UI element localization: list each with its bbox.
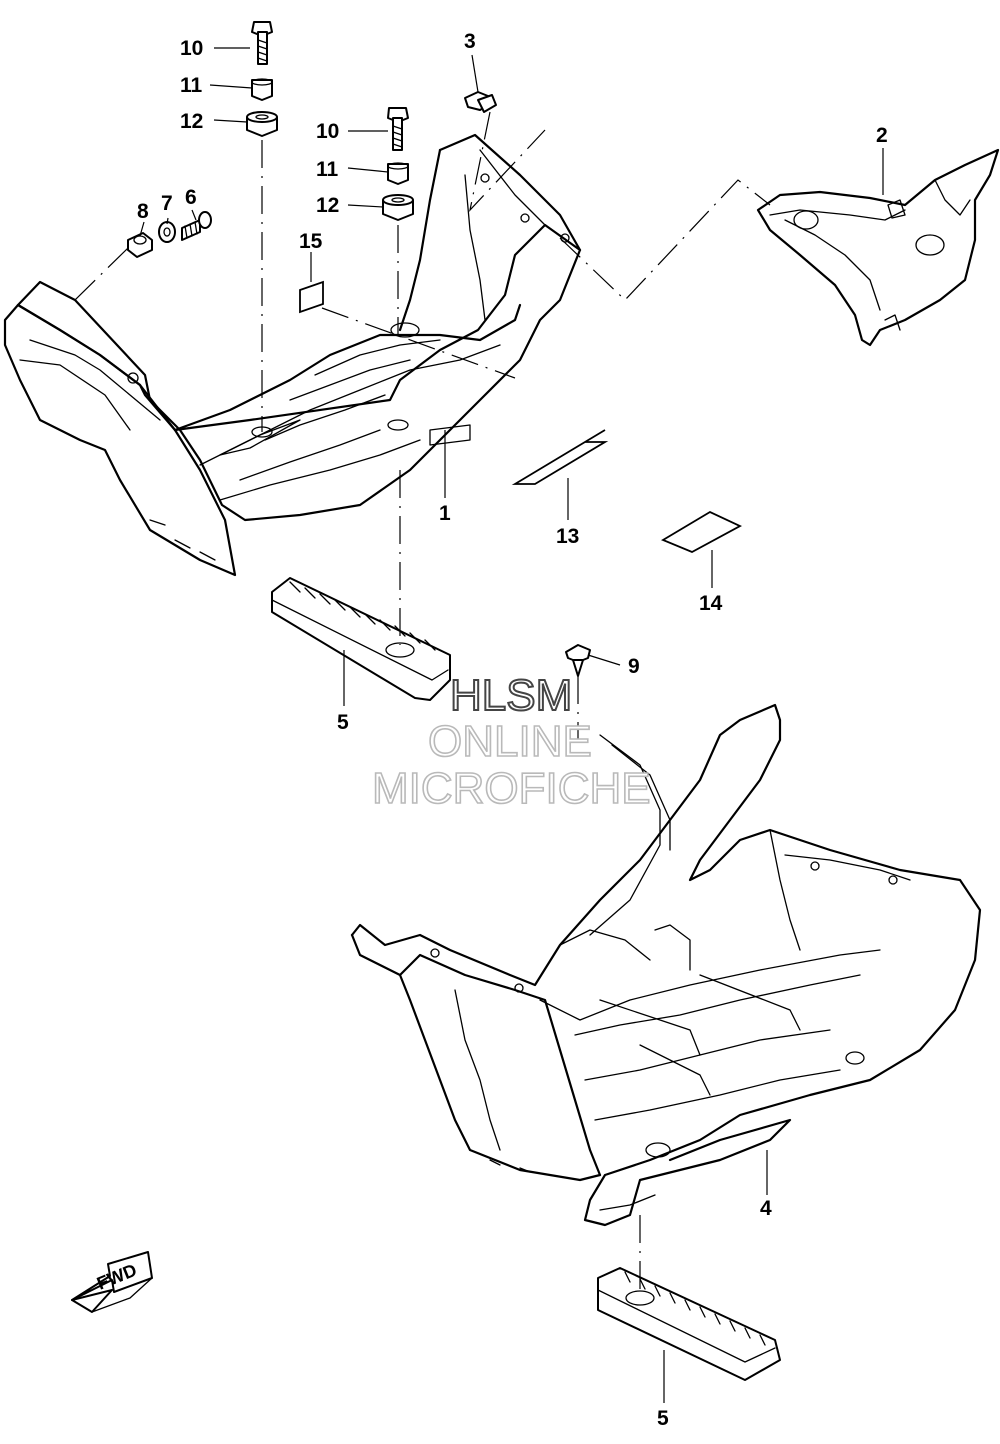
callout-4: 4	[760, 1197, 772, 1220]
callout-1: 1	[439, 502, 451, 525]
watermark-line2: ONLINE	[428, 717, 592, 766]
collar-left[interactable]	[251, 78, 273, 101]
callout-5-upper: 5	[337, 711, 349, 734]
sheet-15[interactable]	[299, 280, 324, 314]
fwd-arrow-icon: FWD	[71, 1251, 153, 1313]
callout-6: 6	[185, 186, 197, 209]
callouts: 10 11 12 10 11 12 3 2 8 7 6 15 1 13 14 5…	[137, 30, 888, 1430]
screw-6[interactable]	[181, 211, 212, 241]
callout-11-left: 11	[180, 74, 203, 97]
callout-7: 7	[161, 192, 173, 215]
callout-14: 14	[699, 592, 723, 615]
leader-lines	[139, 47, 884, 1403]
callout-8: 8	[137, 200, 149, 223]
callout-10-left: 10	[180, 37, 203, 60]
assembly-line-cover2	[559, 179, 771, 301]
assembly-line-bushing8	[74, 247, 129, 301]
clip-9[interactable]	[565, 644, 591, 677]
callout-10-mid: 10	[316, 120, 339, 143]
watermark-line1: HLSM	[450, 671, 572, 720]
watermark: HLSM ONLINE MICROFICHE	[371, 670, 651, 814]
callout-3: 3	[464, 30, 476, 53]
watermark-line3: MICROFICHE	[372, 764, 651, 813]
grommet-middle[interactable]	[382, 194, 414, 221]
callout-11-mid: 11	[316, 158, 339, 181]
grommet-left[interactable]	[246, 111, 278, 137]
callout-15: 15	[299, 230, 323, 253]
callout-9: 9	[628, 655, 640, 678]
footrest-pad-lower[interactable]	[597, 1267, 781, 1381]
footrest-pad-upper[interactable]	[271, 577, 451, 701]
right-footrest[interactable]	[350, 703, 982, 1227]
callout-12-left: 12	[180, 110, 203, 133]
sheet-13[interactable]	[511, 429, 609, 485]
callout-2: 2	[876, 124, 888, 147]
washer-7[interactable]	[158, 221, 176, 243]
assembly-line-sheet15	[321, 307, 516, 379]
assembly-line-clip3	[468, 111, 546, 212]
sheet-14[interactable]	[660, 510, 743, 553]
bolt-middle[interactable]	[387, 107, 409, 151]
callout-12-mid: 12	[316, 194, 339, 217]
collar-middle[interactable]	[387, 162, 409, 185]
bolt-left[interactable]	[251, 21, 273, 65]
bushing-8[interactable]	[127, 232, 153, 258]
callout-13: 13	[556, 525, 579, 548]
side-cover[interactable]	[756, 148, 1000, 347]
left-footrest[interactable]	[3, 133, 582, 577]
clip-fastener[interactable]	[464, 91, 497, 113]
callout-5-lower: 5	[657, 1407, 669, 1430]
